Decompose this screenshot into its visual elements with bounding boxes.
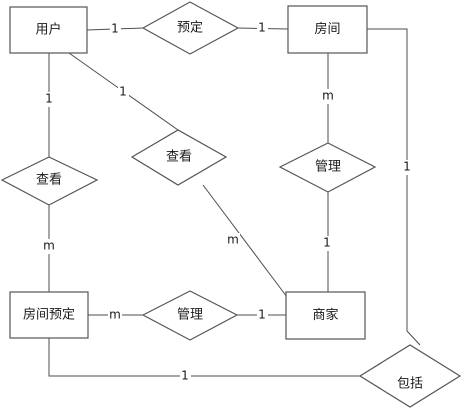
relation-diamond	[130, 129, 228, 186]
relation-label: 查看	[36, 172, 62, 188]
relation-book: 预定	[141, 1, 240, 55]
relation-label: 查看	[166, 149, 192, 165]
connector-room-contain	[367, 28, 421, 346]
entity-label: 房间预定	[23, 307, 75, 323]
relation-diamond	[358, 344, 462, 408]
cardinality-manage-merchant: 1	[323, 236, 331, 250]
relation-label: 管理	[315, 160, 341, 175]
relation-diamond	[141, 290, 239, 341]
entity-booking: 房间预定	[9, 291, 89, 339]
entity-user: 用户	[9, 6, 88, 54]
entity-box	[9, 291, 89, 339]
entity-label: 用户	[35, 22, 61, 38]
relation-label: 管理	[177, 308, 203, 323]
relation-view-mid: 查看	[130, 129, 228, 186]
entity-label: 房间	[314, 21, 340, 37]
relation-diamond	[0, 156, 99, 206]
connector-booking-contain	[48, 338, 360, 377]
cardinality-room-contain: 1	[403, 160, 411, 174]
cardinality-booking-contain: 1	[181, 369, 189, 383]
relation-label: 包括	[397, 377, 423, 392]
relation-label: 预定	[177, 21, 203, 36]
entity-box	[9, 6, 88, 54]
cardinality-book-room: 1	[258, 21, 266, 35]
entity-box	[287, 5, 368, 54]
relation-diamond	[141, 1, 240, 55]
entity-merchant: 商家	[285, 291, 366, 340]
relation-manage-bottom: 管理	[141, 290, 239, 341]
cardinality-view-mid-merchant: m	[227, 233, 239, 247]
entity-label: 商家	[312, 307, 338, 323]
connector-view-mid-merchant	[202, 184, 288, 298]
relation-contain: 包括	[358, 344, 462, 408]
cardinality-labels: 1 1 1 m 1 m m 1 m 1 1 1	[42, 21, 413, 384]
cardinality-user-book: 1	[111, 22, 119, 36]
cardinality-view-left-booking: m	[43, 239, 55, 253]
entity-room: 房间	[287, 5, 368, 54]
relation-manage-right: 管理	[278, 142, 377, 193]
relation-view-left: 查看	[0, 156, 99, 206]
cardinality-user-view-left: 1	[45, 92, 53, 106]
cardinality-booking-manage: m	[109, 308, 121, 322]
entity-box	[285, 291, 366, 340]
cardinality-room-manage: m	[322, 89, 334, 103]
cardinality-manage-merchant-bottom: 1	[258, 308, 266, 322]
relation-diamond	[278, 142, 377, 193]
cardinality-user-view-mid: 1	[119, 85, 127, 99]
